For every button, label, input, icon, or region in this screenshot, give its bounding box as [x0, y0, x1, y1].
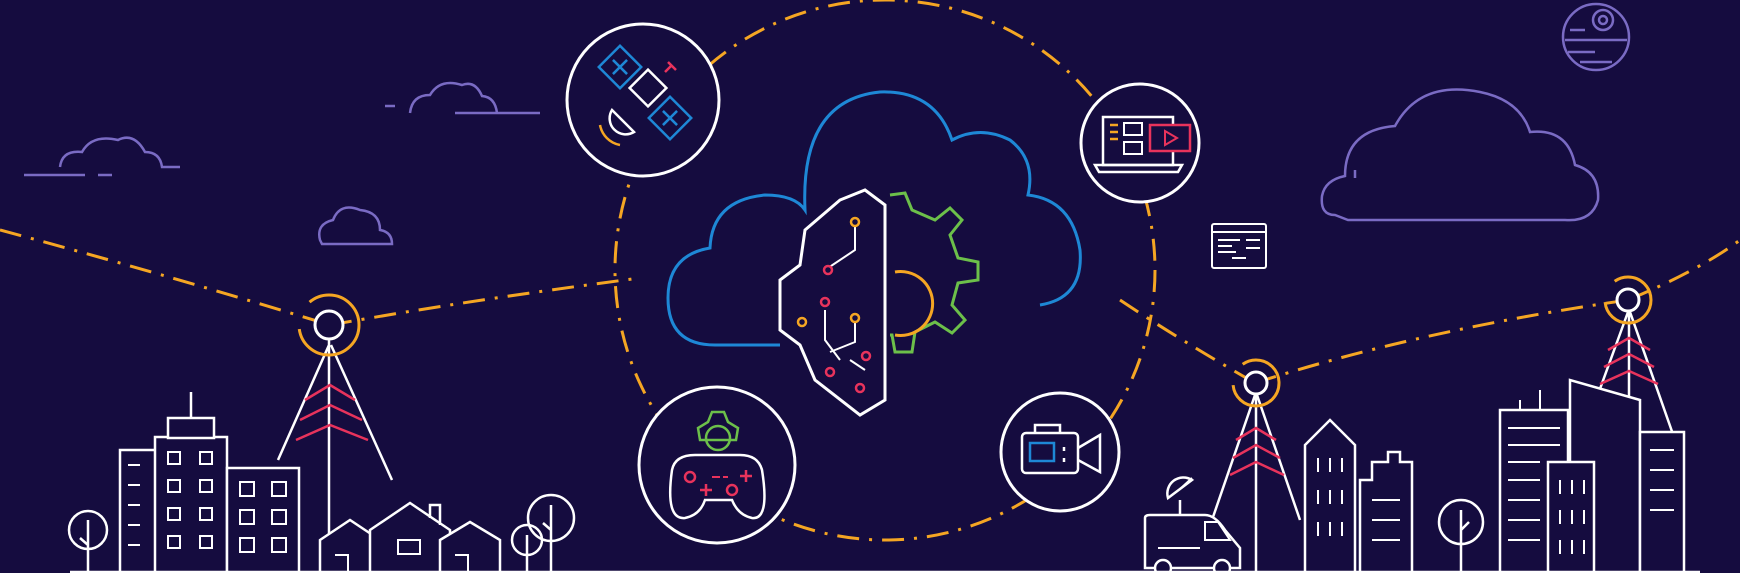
- building-icon: [225, 466, 301, 573]
- building-icon: [1638, 430, 1686, 573]
- game-controller-icon: [637, 385, 797, 545]
- cloud-outline: [666, 90, 1082, 347]
- cloud-brain-gear-icon: [666, 90, 1082, 417]
- link-tower-to-hub: [329, 276, 641, 327]
- left-buildings: [118, 392, 301, 573]
- news-van-icon: [1143, 476, 1242, 573]
- network-links: [0, 0, 1740, 542]
- house-icon: [318, 501, 502, 573]
- satellite-icon: [565, 22, 721, 178]
- cell-tower-icon: [1210, 358, 1302, 573]
- sky-clouds: [24, 81, 1600, 246]
- gear-outline: [889, 191, 980, 354]
- building-icon: [166, 416, 216, 440]
- building-icon: [153, 435, 229, 573]
- link-tower-mid-to-right: [1254, 298, 1629, 385]
- gear-hub: [894, 270, 935, 337]
- circuit-lines: [824, 222, 866, 371]
- brain-outline: [778, 188, 887, 417]
- cloud-icon: [318, 206, 394, 246]
- link-hub-to-tower-mid: [1119, 298, 1256, 385]
- circuit-nodes: [796, 216, 872, 394]
- building-icon: [1358, 450, 1414, 573]
- cloud-icon: [1320, 88, 1600, 222]
- video-camera-icon: [999, 391, 1121, 513]
- laptop-video-icon: [1079, 82, 1201, 204]
- tree-icon: [67, 493, 1485, 573]
- cloud-icon: [385, 81, 540, 115]
- cloud-icon: [24, 136, 180, 177]
- hub-ring: [613, 0, 1157, 542]
- link-right-edge: [1627, 238, 1740, 302]
- browser-window-icon: [1211, 223, 1267, 269]
- right-buildings: [1303, 378, 1686, 573]
- death-star-icon: [1561, 2, 1631, 72]
